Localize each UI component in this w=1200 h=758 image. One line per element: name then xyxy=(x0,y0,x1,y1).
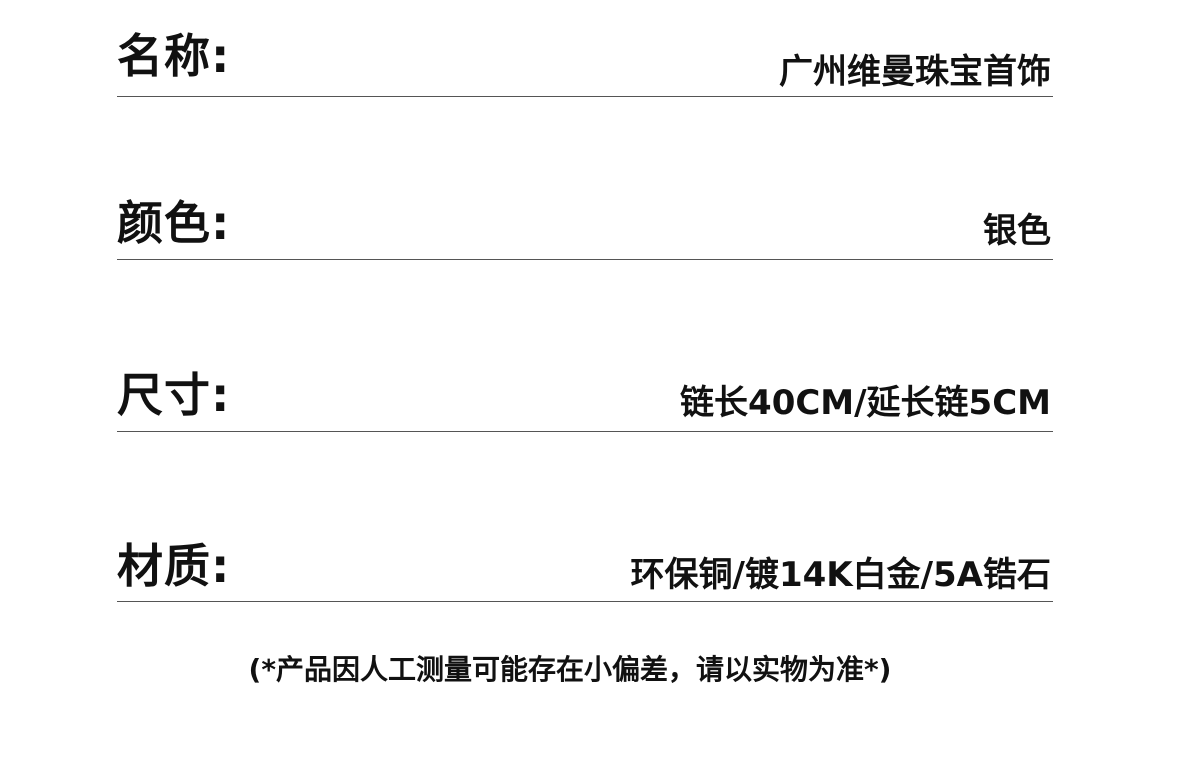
spec-value-size: 链长40CM/延长链5CM xyxy=(680,383,1051,423)
spec-label-color: 颜色: xyxy=(117,196,231,250)
spec-row-size: 尺寸: 链长40CM/延长链5CM xyxy=(117,0,1053,432)
spec-label-size: 尺寸: xyxy=(117,368,231,422)
spec-label-material: 材质: xyxy=(117,539,231,593)
spec-row-material: 材质: 环保铜/镀14K白金/5A锆石 xyxy=(117,0,1053,602)
spec-value-material: 环保铜/镀14K白金/5A锆石 xyxy=(630,555,1051,595)
spec-row-color: 颜色: 银色 xyxy=(117,0,1053,260)
measurement-disclaimer: (*产品因人工测量可能存在小偏差，请以实物为准*) xyxy=(248,653,892,686)
spec-label-name: 名称: xyxy=(117,29,231,83)
spec-value-name: 广州维曼珠宝首饰 xyxy=(779,52,1051,92)
spec-row-name: 名称: 广州维曼珠宝首饰 xyxy=(117,0,1053,97)
spec-value-color: 银色 xyxy=(983,211,1051,251)
